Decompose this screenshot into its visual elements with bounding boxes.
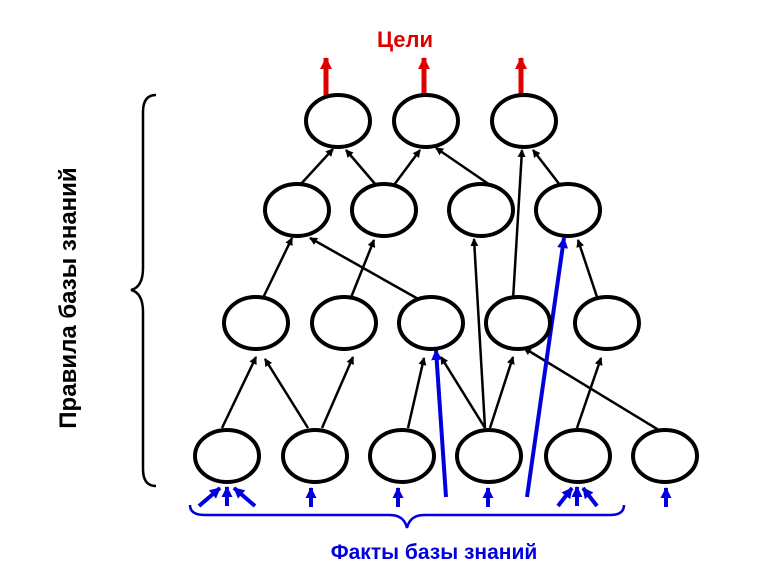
edge <box>435 146 491 187</box>
rule-node <box>447 182 515 238</box>
goal-node <box>490 93 558 149</box>
fact-arrow <box>232 486 257 508</box>
fact-node <box>631 428 699 484</box>
fact-node <box>455 428 523 484</box>
edge <box>320 356 355 429</box>
edge <box>392 149 422 186</box>
edge <box>439 356 487 429</box>
fact-edge <box>525 237 569 498</box>
rule-node <box>397 295 465 351</box>
rule-node <box>484 295 552 351</box>
rule-node <box>573 295 641 351</box>
edge <box>470 238 487 429</box>
fact-node <box>281 428 349 484</box>
fact-node <box>193 428 261 484</box>
rule-node <box>263 182 331 238</box>
edge <box>263 358 310 429</box>
rule-nodes <box>193 93 699 484</box>
edge <box>345 149 377 186</box>
facts-label: Факты базы знаний <box>331 541 538 564</box>
fact-arrow <box>197 486 222 508</box>
fact-arrow <box>556 486 574 508</box>
edge <box>299 148 334 186</box>
fact-node <box>544 428 612 484</box>
fact-input-arrows <box>197 486 672 508</box>
rule-node <box>222 295 290 351</box>
edge <box>576 239 600 301</box>
edge <box>532 149 561 186</box>
edge <box>511 149 526 301</box>
edge <box>488 356 515 429</box>
fact-edge <box>431 349 448 498</box>
fact-node <box>368 428 436 484</box>
rule-node <box>350 182 418 238</box>
edge <box>575 357 603 429</box>
edge <box>348 239 376 301</box>
goal-arrows <box>320 57 527 97</box>
edge <box>220 356 258 429</box>
rules-brace <box>130 93 157 488</box>
fact-arrow <box>581 486 599 508</box>
edge <box>406 357 427 429</box>
facts-brace <box>188 504 626 529</box>
rule-node <box>534 182 602 238</box>
fact-edges <box>431 237 569 498</box>
edge <box>309 236 421 302</box>
rules-label: Правила базы знаний <box>55 167 82 428</box>
goals-label: Цели <box>377 27 433 52</box>
edge <box>260 237 294 301</box>
goal-node <box>304 93 372 149</box>
rule-node <box>310 295 378 351</box>
goal-node <box>392 93 460 149</box>
